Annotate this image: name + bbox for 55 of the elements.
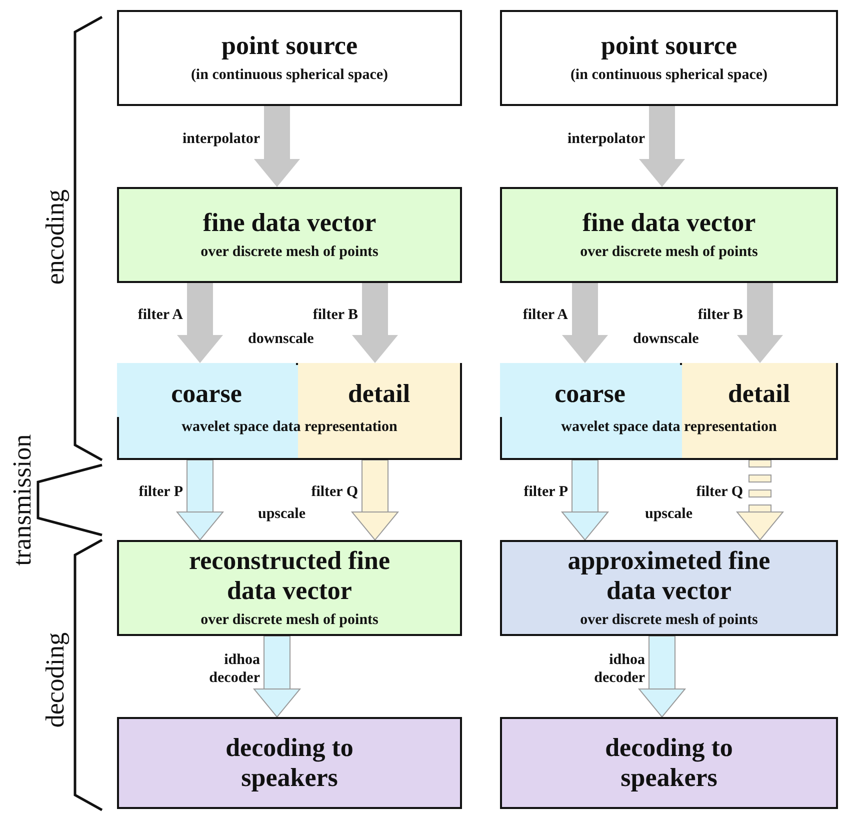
block-arrow xyxy=(350,460,400,541)
bracket-label: decoding xyxy=(40,632,70,728)
node-title: point source xyxy=(221,31,358,61)
edge-label: filter Q xyxy=(694,483,745,501)
node-title: fine data vector xyxy=(582,208,756,238)
node-title: detail xyxy=(728,379,790,409)
node-title: approximeted fine data vector xyxy=(566,546,772,606)
box-section xyxy=(117,363,296,417)
node-title: coarse xyxy=(171,379,242,409)
annotation: upscale xyxy=(645,506,693,522)
node-title: coarse xyxy=(554,379,626,409)
process-box xyxy=(117,187,462,283)
process-box xyxy=(500,363,838,460)
block-arrow xyxy=(736,460,784,541)
block-arrow xyxy=(352,283,398,363)
bracket-label: encoding xyxy=(40,189,70,285)
node-subtitle: wavelet space data representation xyxy=(180,419,398,436)
block-arrow xyxy=(254,106,300,187)
node-subtitle: over discrete mesh of points xyxy=(580,611,758,630)
block-arrow xyxy=(560,460,610,541)
process-box xyxy=(117,717,462,809)
process-box xyxy=(117,363,462,460)
node-title: fine data vector xyxy=(202,208,376,238)
block-arrow xyxy=(176,460,224,541)
process-box xyxy=(500,10,838,106)
node-title: detail xyxy=(348,379,410,409)
block-arrow xyxy=(562,283,608,363)
node-title: reconstructed fine data vector xyxy=(188,546,391,606)
node-subtitle: over discrete mesh of points xyxy=(580,243,758,262)
node-subtitle: over discrete mesh of points xyxy=(200,611,378,630)
block-arrow xyxy=(177,283,223,363)
process-box xyxy=(500,540,838,636)
node-title: decoding to speakers xyxy=(604,733,734,793)
process-box xyxy=(117,10,462,106)
node-title: decoding to speakers xyxy=(224,733,354,793)
edge-label: interpolator xyxy=(180,130,262,148)
process-box xyxy=(117,540,462,636)
node-subtitle: (in continuous spherical space) xyxy=(190,66,388,85)
node-subtitle: wavelet space data representation xyxy=(560,419,778,436)
box-section xyxy=(500,363,680,417)
process-box xyxy=(500,187,838,283)
node-subtitle: over discrete mesh of points xyxy=(200,243,378,262)
block-arrow xyxy=(737,283,783,363)
node-subtitle: (in continuous spherical space) xyxy=(570,66,768,85)
edge-label: interpolator xyxy=(566,130,647,148)
block-arrow xyxy=(252,636,302,718)
bracket-label: transmission xyxy=(7,434,38,566)
annotation: downscale xyxy=(248,330,314,348)
block-arrow xyxy=(639,106,685,187)
edge-label: filter Q xyxy=(309,483,360,501)
annotation: downscale xyxy=(633,330,699,348)
process-box xyxy=(500,717,838,809)
block-arrow xyxy=(638,636,686,718)
node-title: point source xyxy=(600,31,738,61)
annotation: upscale xyxy=(258,506,306,522)
